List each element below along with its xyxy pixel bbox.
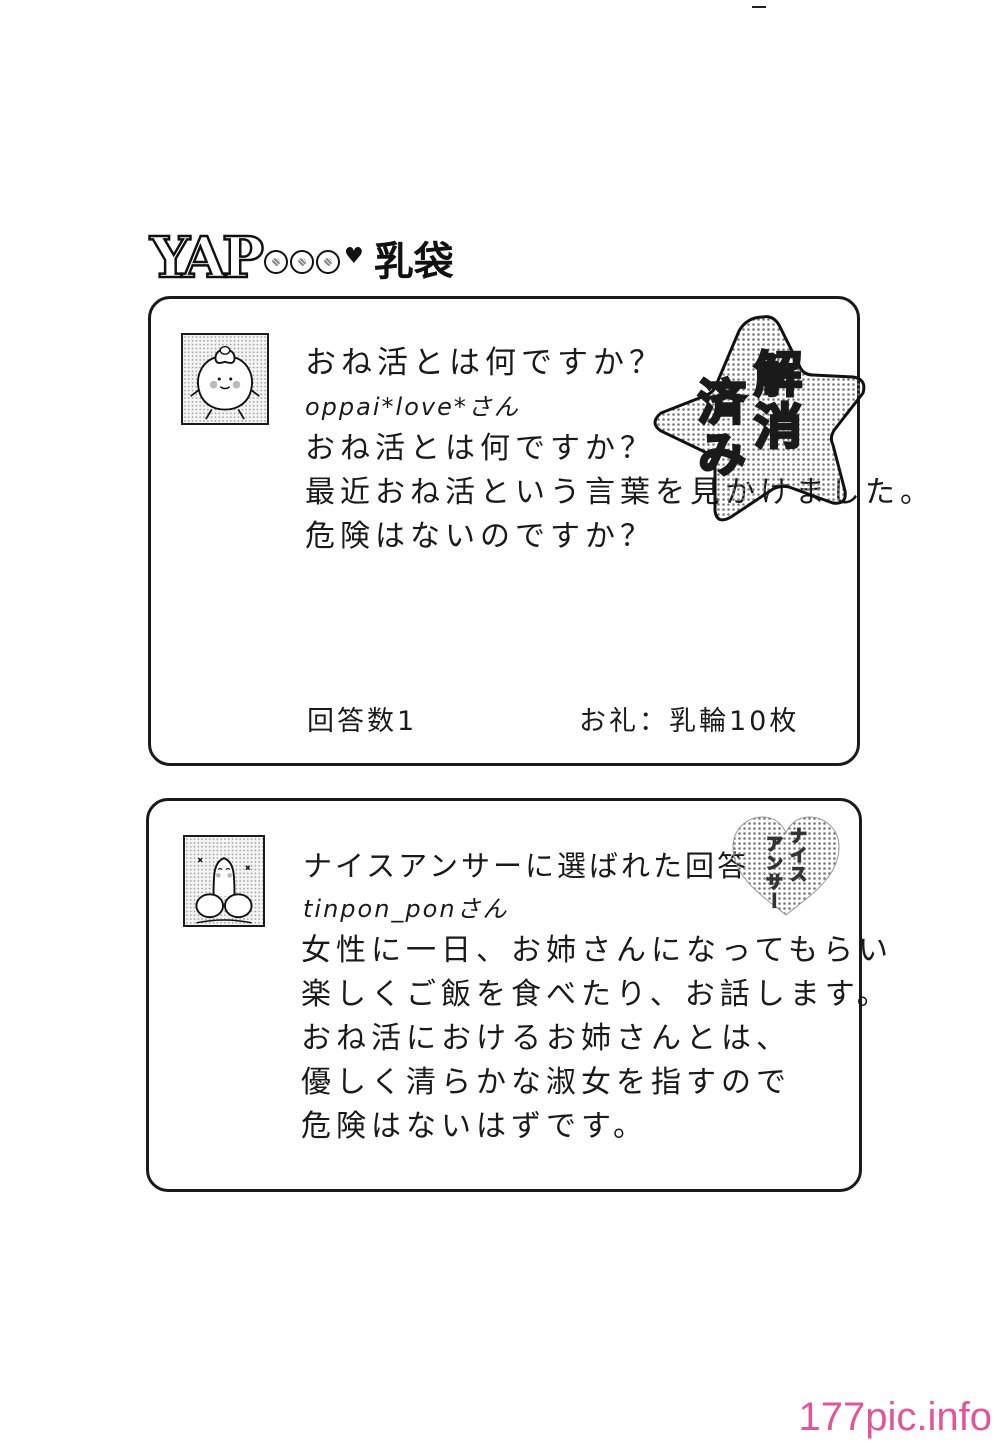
answer-body: 女性に一日、お姉さんになってもらい 楽しくご飯を食べたり、お話します。 おね活に… (301, 929, 893, 1149)
logo-circle-3 (315, 250, 340, 274)
star-stamp-icon: 解消 済み (631, 307, 871, 547)
answer-body-line: 女性に一日、お姉さんになってもらい (301, 933, 893, 968)
heart-text-answer: アンサー (761, 834, 783, 912)
question-user[interactable]: oppai*love*さん (305, 393, 520, 421)
answer-user[interactable]: tinpon_ponさん (303, 895, 509, 923)
question-body-line: 危険はないのですか？ (305, 519, 655, 554)
logo-circle-1 (263, 250, 288, 274)
question-title[interactable]: おね活とは何ですか？ (305, 345, 665, 381)
logo-subtitle: 乳袋 (373, 239, 454, 285)
question-body-line: おね活とは何ですか？ (305, 431, 655, 466)
logo-wordmark: YAP ♥ (149, 225, 364, 291)
heart-icon: ♥ (343, 244, 364, 269)
answer-title: ナイスアンサーに選ばれた回答 (303, 849, 749, 883)
logo-circle-2 (289, 250, 314, 274)
answer-body-line: おね活におけるお姉さんとは、 (301, 1021, 791, 1056)
page-corner-mark (752, 0, 766, 8)
heart-text-nice: ナイス (785, 826, 807, 885)
stamp-text-done: 済み (688, 376, 747, 483)
answer-body-line: 危険はないはずです。 (301, 1109, 648, 1144)
logo-letters: YAP (149, 225, 265, 291)
reward-label: お礼：乳輪10枚 (579, 706, 800, 737)
stamp-text-resolved: 解消 (744, 348, 803, 455)
phallus-character-icon (183, 835, 265, 927)
heart-stamp-icon: ナイス アンサー (727, 811, 845, 923)
site-logo[interactable]: YAP ♥ 乳袋 (149, 222, 454, 291)
watermark-text: 177pic.info (798, 1395, 992, 1439)
answer-card[interactable]: ナイスアンサーに選ばれた回答 tinpon_ponさん 女性に一日、お姉さんにな… (146, 798, 888, 1192)
answer-body-line: 優しく清らかな淑女を指すので (301, 1065, 791, 1100)
logo-circles (263, 250, 342, 274)
question-card[interactable]: おね活とは何ですか？ oppai*love*さん おね活とは何ですか？ 最近おね… (148, 296, 930, 766)
answer-body-line: 楽しくご飯を食べたり、お話します。 (301, 977, 892, 1012)
answer-count: 回答数1 (307, 706, 418, 737)
breast-character-icon (181, 333, 269, 425)
